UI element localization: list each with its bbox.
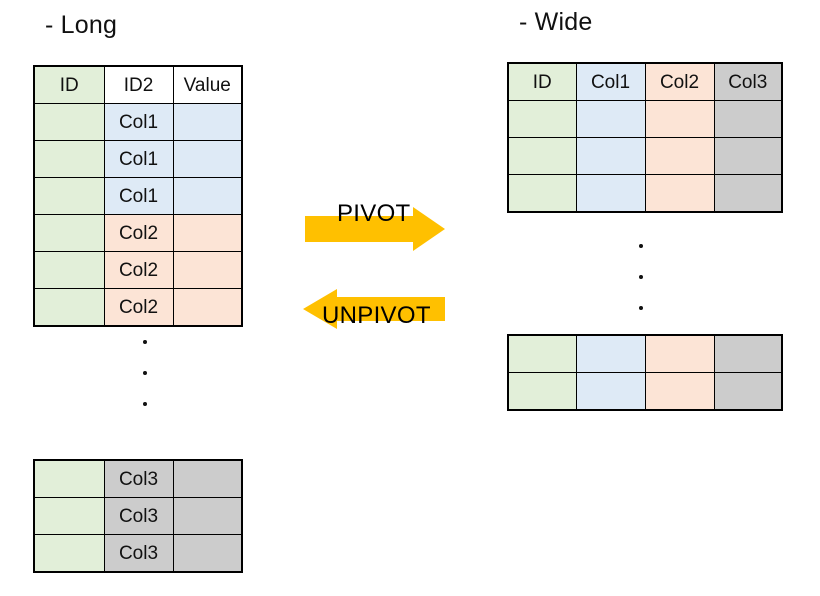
long-section-title: - Long bbox=[45, 11, 118, 39]
wide-cell-col1 bbox=[575, 174, 646, 213]
wide-cell-id bbox=[507, 137, 577, 175]
wide-cell-col2 bbox=[644, 137, 715, 175]
ellipsis-dot bbox=[142, 371, 147, 375]
wide-header-col1: Col1 bbox=[575, 62, 646, 101]
long-cont-cell-id bbox=[33, 534, 105, 573]
wide-cell-col3 bbox=[713, 137, 783, 175]
long-header-value: Value bbox=[172, 65, 243, 104]
wide-header-col3: Col3 bbox=[713, 62, 783, 101]
long-cell-id2: Col1 bbox=[103, 140, 174, 178]
wide-cont-cell-col2 bbox=[644, 372, 715, 411]
table-row bbox=[507, 372, 783, 411]
long-cell-id bbox=[33, 177, 105, 215]
wide-cont-cell-col3 bbox=[713, 372, 783, 411]
long-cell-id2: Col1 bbox=[103, 177, 174, 215]
long-cell-id bbox=[33, 214, 105, 252]
table-row: Col2 bbox=[33, 214, 243, 252]
wide-cell-col2 bbox=[644, 174, 715, 213]
table-row: Col3 bbox=[33, 534, 243, 573]
wide-cell-col1 bbox=[575, 137, 646, 175]
arrow-right-icon bbox=[305, 207, 445, 251]
table-row: Col3 bbox=[33, 459, 243, 498]
table-row: Col2 bbox=[33, 288, 243, 327]
unpivot-arrow bbox=[303, 289, 445, 329]
long-table: ID ID2 Value Col1 Col1 Col1 Col2 bbox=[33, 65, 243, 327]
long-cont-cell-id bbox=[33, 459, 105, 498]
wide-cont-cell-col2 bbox=[644, 334, 715, 373]
wide-table-vertical-ellipsis-icon bbox=[638, 244, 643, 310]
long-cont-cell-value bbox=[172, 497, 243, 535]
wide-cont-cell-id bbox=[507, 372, 577, 411]
table-header-row: ID Col1 Col2 Col3 bbox=[507, 62, 783, 101]
long-cont-cell-id2: Col3 bbox=[103, 534, 174, 573]
wide-section-title: - Wide bbox=[519, 8, 593, 36]
ellipsis-dot bbox=[142, 340, 147, 344]
unpivot-arrow-label: UNPIVOT bbox=[322, 302, 431, 329]
table-row bbox=[507, 174, 783, 213]
long-cell-id2: Col2 bbox=[103, 214, 174, 252]
long-header-id2: ID2 bbox=[103, 65, 174, 104]
wide-cell-id bbox=[507, 100, 577, 138]
long-cont-cell-id2: Col3 bbox=[103, 497, 174, 535]
long-cont-cell-id2: Col3 bbox=[103, 459, 174, 498]
table-row: Col2 bbox=[33, 251, 243, 289]
wide-cont-cell-id bbox=[507, 334, 577, 373]
table-row: Col1 bbox=[33, 103, 243, 141]
pivot-arrow bbox=[305, 207, 445, 251]
wide-cell-col1 bbox=[575, 100, 646, 138]
arrow-left-icon bbox=[303, 289, 445, 329]
long-cell-value bbox=[172, 177, 243, 215]
long-cell-value bbox=[172, 214, 243, 252]
long-cell-id2: Col2 bbox=[103, 251, 174, 289]
long-cell-id bbox=[33, 288, 105, 327]
table-row: Col1 bbox=[33, 140, 243, 178]
long-cell-id2: Col1 bbox=[103, 103, 174, 141]
long-cont-cell-id bbox=[33, 497, 105, 535]
long-cell-value bbox=[172, 140, 243, 178]
table-header-row: ID ID2 Value bbox=[33, 65, 243, 104]
wide-header-id: ID bbox=[507, 62, 577, 101]
long-cell-value bbox=[172, 288, 243, 327]
table-row bbox=[507, 334, 783, 373]
wide-cell-col2 bbox=[644, 100, 715, 138]
long-header-id: ID bbox=[33, 65, 105, 104]
wide-cont-cell-col1 bbox=[575, 334, 646, 373]
long-cell-id bbox=[33, 103, 105, 141]
ellipsis-dot bbox=[142, 402, 147, 406]
long-cell-id bbox=[33, 140, 105, 178]
ellipsis-dot bbox=[638, 244, 643, 248]
wide-cont-cell-col1 bbox=[575, 372, 646, 411]
table-row bbox=[507, 137, 783, 175]
wide-cell-col3 bbox=[713, 174, 783, 213]
long-cont-cell-value bbox=[172, 459, 243, 498]
table-row: Col1 bbox=[33, 177, 243, 215]
long-cont-cell-value bbox=[172, 534, 243, 573]
wide-table: ID Col1 Col2 Col3 bbox=[507, 62, 783, 213]
long-cell-value bbox=[172, 103, 243, 141]
wide-table-continued bbox=[507, 334, 783, 411]
long-cell-id2: Col2 bbox=[103, 288, 174, 327]
long-table-vertical-ellipsis-icon bbox=[142, 340, 147, 406]
long-cell-value bbox=[172, 251, 243, 289]
pivot-arrow-label: PIVOT bbox=[337, 200, 411, 227]
wide-cell-col3 bbox=[713, 100, 783, 138]
table-row bbox=[507, 100, 783, 138]
long-cell-id bbox=[33, 251, 105, 289]
wide-header-col2: Col2 bbox=[644, 62, 715, 101]
table-row: Col3 bbox=[33, 497, 243, 535]
long-table-continued: Col3 Col3 Col3 bbox=[33, 459, 243, 573]
wide-cell-id bbox=[507, 174, 577, 213]
wide-cont-cell-col3 bbox=[713, 334, 783, 373]
ellipsis-dot bbox=[638, 306, 643, 310]
ellipsis-dot bbox=[638, 275, 643, 279]
